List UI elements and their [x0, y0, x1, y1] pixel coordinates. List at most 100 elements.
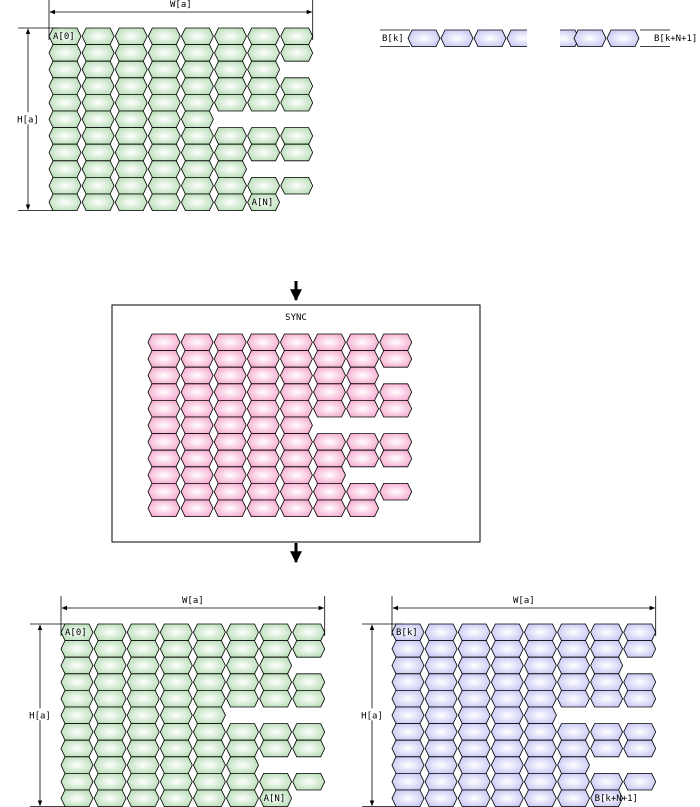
cell-hex	[180, 160, 214, 178]
cell-hex	[457, 640, 491, 658]
first-cell-label: A[0]	[53, 32, 75, 42]
buffer-strip	[380, 29, 670, 47]
cell-hex	[180, 60, 214, 79]
cell-hex	[126, 623, 160, 641]
cell-hex	[590, 673, 624, 691]
cell-hex	[623, 640, 657, 658]
cell-hex	[424, 723, 458, 741]
cell-hex	[346, 399, 380, 418]
cell-hex	[247, 44, 281, 62]
cell-hex	[346, 449, 380, 468]
cell-hex	[180, 77, 214, 95]
cell-hex	[214, 143, 247, 162]
cell-hex	[192, 789, 226, 807]
cell-hex	[81, 193, 115, 212]
cell-hex	[114, 110, 148, 128]
cell-hex	[346, 433, 380, 451]
cell-hex	[214, 127, 247, 145]
cell-hex	[292, 690, 326, 708]
cell-hex	[147, 333, 181, 352]
cell-hex	[391, 739, 425, 758]
cell-hex	[457, 656, 491, 675]
cell-hex	[523, 673, 557, 691]
cell-hex	[159, 706, 193, 724]
cell-hex	[457, 673, 491, 691]
cell-hex	[214, 27, 247, 45]
cell-hex	[48, 94, 82, 112]
cell-hex	[159, 673, 193, 691]
cell-hex	[457, 756, 491, 774]
cell-hex	[457, 690, 491, 708]
cell-hex	[424, 773, 458, 791]
cell-hex	[259, 640, 293, 658]
cell-hex	[379, 383, 413, 401]
cell-hex	[246, 482, 280, 501]
width-label: W[a]	[513, 596, 535, 606]
cell-hex	[346, 333, 380, 352]
cell-hex	[623, 773, 657, 791]
cell-hex	[226, 656, 259, 675]
cell-hex	[490, 739, 524, 758]
cell-hex	[180, 366, 214, 385]
cell-hex	[126, 756, 160, 774]
cell-hex	[214, 77, 247, 95]
cell-hex	[48, 193, 82, 212]
cell-hex	[60, 789, 94, 807]
cell-hex	[159, 773, 193, 791]
cell-hex	[93, 723, 127, 741]
cell-hex	[391, 773, 425, 791]
cell-hex	[213, 499, 247, 517]
cell-hex	[279, 499, 313, 517]
cell-hex	[490, 656, 524, 675]
sync-title: SYNC	[285, 313, 307, 323]
cell-hex	[391, 789, 425, 807]
cell-hex	[457, 723, 491, 741]
cell-hex	[114, 193, 148, 212]
cell-hex	[126, 706, 160, 724]
cell-hex	[313, 482, 346, 501]
cell-hex	[213, 416, 247, 435]
cell-hex	[590, 640, 624, 658]
cell-hex	[93, 673, 127, 691]
cell-hex	[126, 773, 160, 791]
cell-hex	[147, 193, 181, 212]
cell-hex	[48, 176, 82, 195]
cell-hex	[259, 673, 293, 691]
cell-hex	[213, 449, 247, 468]
cell-hex	[490, 673, 524, 691]
cell-hex	[48, 77, 82, 95]
cell-hex	[192, 673, 226, 691]
cell-hex	[623, 623, 657, 641]
cell-hex	[147, 127, 181, 145]
cell-hex	[93, 656, 127, 675]
cell-hex	[379, 433, 413, 451]
cell-hex	[159, 623, 193, 641]
cell-hex	[81, 127, 115, 145]
cell-hex	[147, 399, 181, 418]
cell-hex	[557, 789, 590, 807]
height-label: H[a]	[29, 711, 51, 721]
cell-hex	[292, 739, 326, 758]
cell-hex	[147, 366, 181, 385]
cell-hex	[147, 60, 181, 79]
cell-hex	[114, 127, 148, 145]
last-cell-label: A[N]	[252, 198, 274, 208]
label-bg	[16, 112, 40, 125]
cell-hex	[114, 143, 148, 162]
cell-hex	[81, 176, 115, 195]
cell-hex	[159, 656, 193, 675]
cell-hex	[247, 143, 281, 162]
cell-hex	[490, 640, 524, 658]
cell-hex	[523, 773, 557, 791]
cell-hex	[180, 433, 214, 451]
cell-hex	[93, 773, 127, 791]
last-cell-label: A[N]	[264, 794, 286, 804]
cell-hex	[623, 739, 657, 758]
cell-hex	[246, 499, 280, 517]
cell-hex	[93, 756, 127, 774]
cell-hex	[280, 44, 314, 62]
cell-hex	[247, 94, 281, 112]
sync-grid	[147, 333, 413, 517]
buffer-cell-hex	[407, 29, 441, 47]
cell-hex	[192, 623, 226, 641]
